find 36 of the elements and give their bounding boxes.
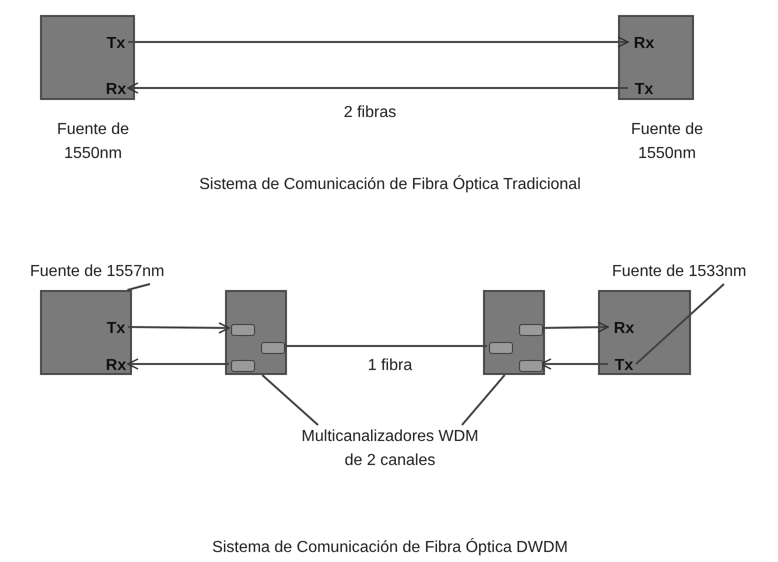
multiplexer-box — [225, 290, 287, 375]
fiber-line — [127, 82, 628, 94]
fiber-port — [489, 342, 513, 354]
callout-text: Fuente de 1533nm — [612, 260, 772, 284]
fiber-count-label: 2 fibras — [342, 103, 398, 123]
diagram-caption: Sistema de Comunicación de Fibra Óptica DWDM — [211, 538, 569, 558]
callout-text: Fuente de 1557nm — [30, 260, 190, 284]
leader-line — [127, 283, 150, 291]
port-label: Rx — [102, 80, 130, 100]
source-box — [618, 15, 694, 100]
fiber-port — [231, 360, 255, 372]
fiber-line — [127, 358, 229, 370]
caption-text: Fuente de 1550nm — [630, 120, 704, 164]
fiber-port — [231, 324, 255, 336]
fiber-port — [261, 342, 285, 354]
port-label: Rx — [102, 356, 130, 376]
source-box — [40, 15, 135, 100]
multiplexer-box — [483, 290, 545, 375]
port-label: Tx — [102, 34, 130, 54]
port-label: Rx — [630, 34, 658, 54]
diagram-caption: Sistema de Comunicación de Fibra Óptica Tradicional — [198, 175, 582, 195]
fiber-port — [519, 324, 543, 336]
source-box — [40, 290, 132, 375]
source-box — [598, 290, 691, 375]
port-label: Rx — [610, 319, 638, 339]
callout-text: Multicanalizadores WDM de 2 canales — [300, 425, 480, 475]
port-label: Tx — [102, 319, 130, 339]
leader-line — [461, 374, 506, 426]
fiber-port — [519, 360, 543, 372]
port-label: Tx — [610, 356, 638, 376]
leader-line — [635, 283, 725, 365]
caption-text: Fuente de 1550nm — [56, 120, 130, 164]
port-label: Tx — [630, 80, 658, 100]
fiber-line — [128, 36, 629, 48]
leader-line — [262, 374, 319, 426]
fiber-line — [128, 322, 230, 334]
